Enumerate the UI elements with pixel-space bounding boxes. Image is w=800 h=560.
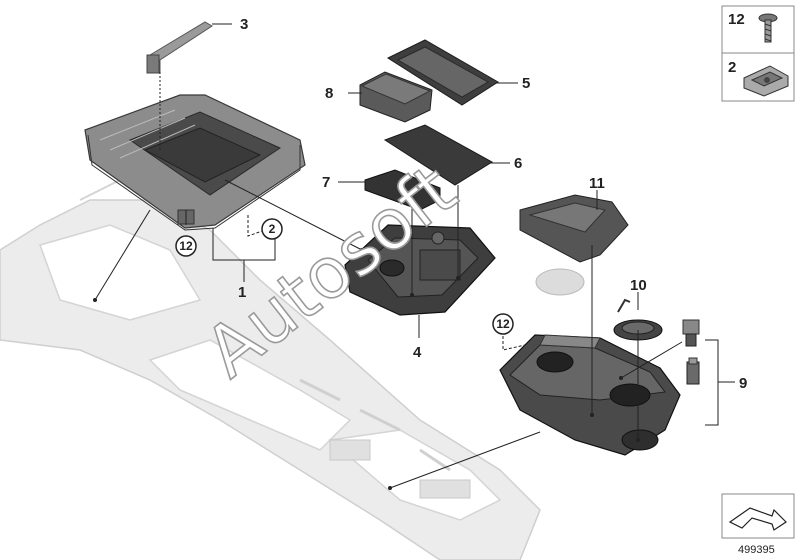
circled-callout-12-right: 12 (492, 313, 514, 335)
cupholder-unit (499, 334, 681, 456)
part-3-bracket (146, 21, 213, 74)
part-11-cover (519, 194, 629, 263)
circled-callout-2: 2 (261, 218, 283, 240)
part-5-mat (386, 39, 499, 106)
screw-icon (758, 13, 778, 43)
leader-dot (93, 298, 97, 302)
callout-6: 6 (514, 155, 522, 172)
main-tray (84, 94, 306, 231)
leader-lines (94, 23, 735, 489)
clip-nut-icon (743, 65, 789, 97)
leader-dot (590, 413, 594, 417)
reference-number: 499395 (738, 544, 775, 556)
callout-7: 7 (322, 174, 330, 191)
callout-5: 5 (522, 75, 530, 92)
part-6-mat (383, 124, 493, 186)
circled-callout-12-left: 12 (175, 235, 197, 257)
felt-pad (535, 268, 585, 296)
leader-dot (636, 438, 640, 442)
svg-text:12: 12 (179, 239, 193, 253)
leader-dot (456, 276, 460, 280)
callout-8: 8 (325, 85, 333, 102)
leader-dot (360, 248, 364, 252)
legend-number-2: 2 (728, 59, 736, 76)
callout-11: 11 (589, 175, 605, 192)
callout-10: 10 (630, 277, 647, 294)
part-7-mat (364, 169, 441, 211)
callout-3: 3 (240, 16, 248, 33)
svg-text:2: 2 (269, 222, 276, 236)
part-8-compartment (359, 71, 433, 123)
orientation-box (721, 493, 795, 539)
console-frame (0, 178, 541, 560)
svg-text:12: 12 (496, 317, 510, 331)
callout-4: 4 (413, 344, 422, 361)
arrow-icon (728, 507, 787, 531)
leader-dot (619, 376, 623, 380)
callout-9: 9 (739, 375, 747, 392)
part-9-switches (682, 319, 700, 385)
legend-number-12: 12 (728, 11, 745, 28)
leader-dot (388, 486, 392, 490)
fastener-legend: 12 2 (721, 5, 795, 102)
callout-1: 1 (238, 284, 246, 301)
leader-dot (410, 293, 414, 297)
